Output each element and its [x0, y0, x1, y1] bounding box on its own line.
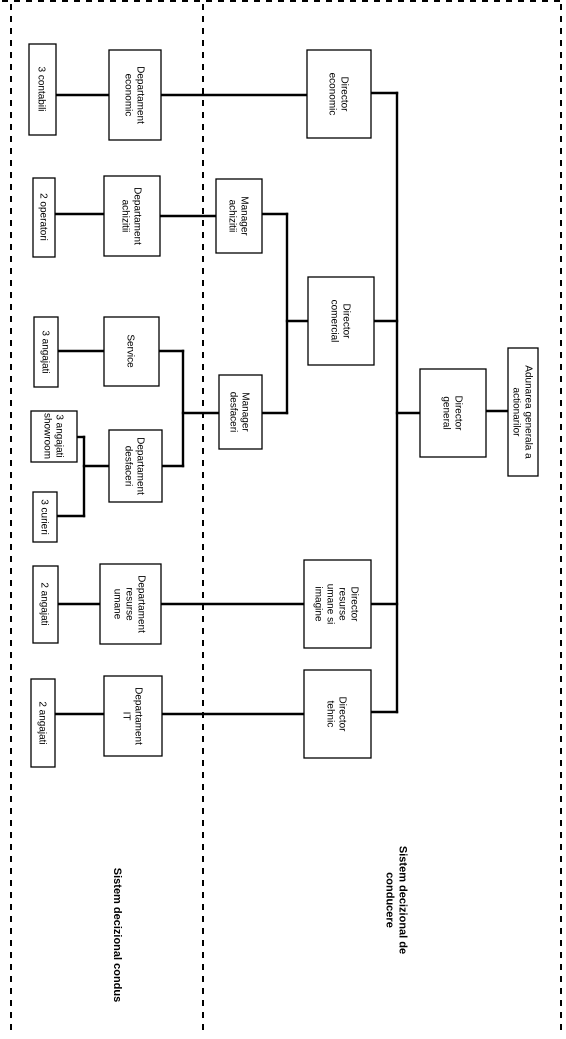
director-resurse-label-line: resurse	[337, 587, 348, 621]
angajati-it-label-line: 2 angajati	[37, 701, 48, 744]
operatori-label-line: 2 operatori	[38, 193, 49, 241]
dept-economic-box	[108, 49, 162, 141]
angajati-service-box	[33, 316, 59, 388]
manager-achizitii-box	[215, 178, 263, 254]
operatori-label: 2 operatori	[38, 193, 49, 241]
dept-achizitii-label-line: Departament	[132, 187, 143, 245]
contabili-box	[28, 43, 57, 136]
contabili-label-line: 3 contabili	[36, 66, 47, 111]
manager-achizitii-label-line: Manager	[239, 196, 250, 236]
connectors	[53, 91, 510, 716]
dept-it-box	[103, 675, 163, 757]
section-conducere-label-line: conducere	[384, 872, 396, 928]
dept-resurse-label: Departamentresurseumane	[112, 575, 147, 633]
angajati-it-box	[30, 678, 56, 768]
operatori-box	[32, 177, 56, 258]
dept-desfaceri-label: Departamentdesfaceri	[123, 437, 146, 495]
manager-desfaceri-label: Managerdesfaceri	[228, 392, 251, 433]
section-conducere-label-line: Sistem decizional de	[397, 846, 409, 954]
director-resurse-label: Directorresurseumane siimagine	[313, 584, 360, 625]
director-comercial-label-line: comercial	[329, 300, 340, 343]
director-economic-label-line: economic	[327, 73, 338, 116]
director-tehnic-label-line: tehnic	[325, 701, 336, 728]
box-labels: Adunarea generala aactionarilorDirectorg…	[36, 66, 534, 1002]
service-box	[103, 316, 160, 387]
dept-economic-label-line: Departament	[135, 66, 146, 124]
dept-economic-label-line: economic	[123, 74, 134, 117]
director-general-label-line: Director	[453, 395, 464, 431]
adunarea-box	[507, 347, 539, 477]
director-economic-box	[306, 49, 372, 139]
dept-resurse-box	[99, 563, 162, 645]
contabili-label: 3 contabili	[36, 66, 47, 111]
dept-economic-label: Departamenteconomic	[123, 66, 146, 124]
dept-desfaceri-label-line: desfaceri	[123, 446, 134, 487]
section-condus-label-line: Sistem decizional condus	[111, 868, 123, 1002]
director-economic-label: Directoreconomic	[327, 73, 350, 116]
angajati-resurse-label: 2 angajati	[39, 582, 50, 625]
dept-resurse-label-line: umane	[112, 589, 123, 620]
director-tehnic-label: Directortehnic	[325, 696, 348, 732]
angajati-service-label: 3 angajati	[40, 330, 51, 373]
dept-resurse-label-line: resurse	[124, 587, 135, 621]
angajati-resurse-label-line: 2 angajati	[39, 582, 50, 625]
dept-achizitii-label-line: achizitii	[120, 200, 131, 233]
dept-it-label: DepartamentIT	[121, 687, 144, 745]
section-conducere-label: Sistem decizional deconducere	[384, 846, 409, 954]
angajati-service-label-line: 3 angajati	[40, 330, 51, 373]
manager-desfaceri-label-line: Manager	[240, 392, 251, 432]
section-condus-label: Sistem decizional condus	[111, 868, 123, 1002]
dept-it-label-line: Departament	[133, 687, 144, 745]
director-economic-label-line: Director	[339, 76, 350, 112]
angajati-showroom-label: 3 angajatishowroom	[42, 413, 65, 459]
curieri-label: 3 curieri	[39, 499, 50, 535]
angajati-showroom-label-line: 3 angajati	[54, 414, 65, 457]
curieri-box	[32, 491, 58, 543]
service-label: Service	[125, 334, 136, 368]
curieri-label-line: 3 curieri	[39, 499, 50, 535]
angajati-resurse-box	[32, 565, 59, 644]
boxes	[28, 43, 539, 768]
director-comercial-label-line: Director	[341, 303, 352, 339]
service-label-line: Service	[125, 334, 136, 368]
dept-resurse-label-line: Departament	[136, 575, 147, 633]
angajati-showroom-box	[30, 410, 78, 463]
director-resurse-label-line: umane si	[325, 584, 336, 625]
manager-desfaceri-box	[218, 374, 263, 450]
dept-desfaceri-box	[108, 429, 163, 503]
manager-achizitii-label: Managerachizitii	[227, 196, 250, 236]
director-tehnic-box	[303, 669, 372, 759]
director-comercial-label: Directorcomercial	[329, 300, 352, 343]
director-general-label-line: general	[441, 396, 452, 429]
adunarea-label: Adunarea generala aactionarilor	[511, 365, 534, 459]
dept-achizitii-box	[103, 175, 161, 257]
dept-it-label-line: IT	[121, 712, 132, 721]
dept-desfaceri-label-line: Departament	[135, 437, 146, 495]
director-tehnic-label-line: Director	[337, 696, 348, 732]
adunarea-label-line: actionarilor	[511, 388, 522, 438]
director-comercial-box	[307, 276, 375, 366]
director-general-label: Directorgeneral	[441, 395, 464, 431]
angajati-it-label: 2 angajati	[37, 701, 48, 744]
director-resurse-label-line: Director	[349, 586, 360, 622]
manager-achizitii-label-line: achizitii	[227, 200, 238, 233]
adunarea-label-line: Adunarea generala a	[523, 365, 534, 459]
director-resurse-label-line: imagine	[313, 586, 324, 621]
manager-desfaceri-label-line: desfaceri	[228, 392, 239, 433]
dept-achizitii-label: Departamentachizitii	[120, 187, 143, 245]
angajati-showroom-label-line: showroom	[42, 413, 53, 459]
director-resurse-box	[303, 559, 372, 649]
director-general-box	[419, 368, 487, 458]
